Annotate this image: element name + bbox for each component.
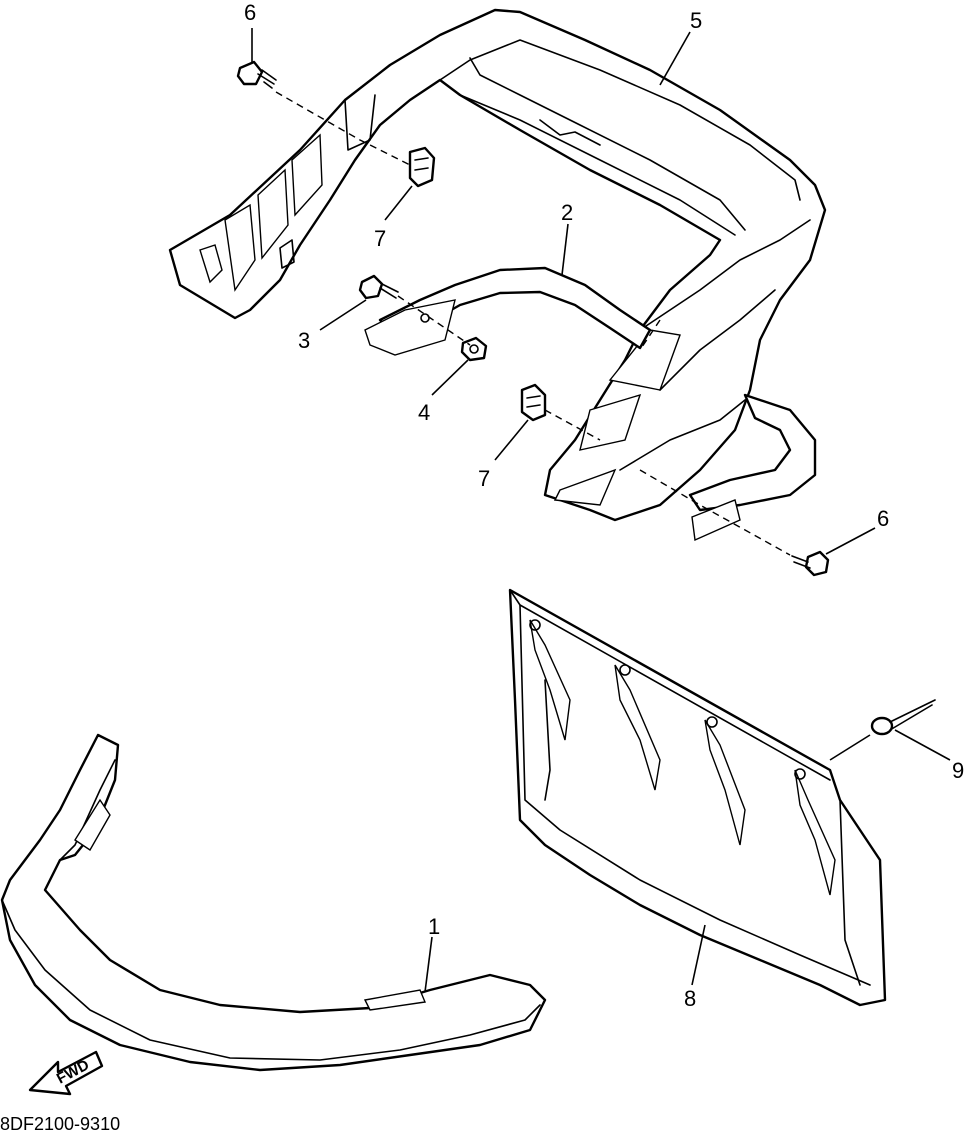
leader-line-2 (561, 223, 569, 276)
part-2-bracket-tube (364, 266, 652, 356)
leader-line-9-flap (829, 734, 871, 761)
leader-line-4 (431, 359, 469, 396)
part-9-rivet (870, 699, 936, 736)
callout-9: 9 (952, 758, 964, 783)
callout-6-top: 6 (244, 0, 256, 25)
callout-2: 2 (561, 200, 573, 225)
callout-1: 1 (428, 914, 440, 939)
part-1-front-bumper (0, 733, 547, 1072)
leader-line-1 (424, 936, 433, 993)
assembly-line-vertical (639, 319, 661, 351)
part-7-clip-top (408, 146, 436, 188)
leader-line-5 (659, 31, 691, 86)
callout-7-middle: 7 (478, 466, 490, 491)
assembly-line-bolt3 (397, 295, 471, 346)
callout-5: 5 (690, 8, 702, 33)
diagram-code: 8DF2100-9310 (0, 1114, 120, 1134)
leader-line-7-top (384, 185, 413, 221)
assembly-line-bolt6-top (275, 91, 411, 166)
part-6-bolt-top (236, 60, 277, 89)
part-8-mud-flap (508, 588, 887, 1007)
leader-line-3 (319, 299, 367, 331)
leader-line-7-middle (494, 419, 529, 461)
leader-line-9 (894, 729, 951, 761)
leader-line-8 (691, 924, 706, 986)
callout-8: 8 (684, 986, 696, 1011)
part-4-nut (460, 336, 488, 362)
callout-6-right: 6 (877, 506, 889, 531)
assembly-line-clip7 (544, 409, 601, 441)
callout-4: 4 (418, 400, 430, 425)
part-5-rear-frame (168, 8, 827, 542)
part-3-bolt (358, 274, 399, 300)
fwd-arrow-icon: FWD (28, 1050, 104, 1096)
part-6-bolt-right (791, 550, 830, 577)
assembly-line-bolt6-right (639, 469, 791, 556)
leader-line-6-right (825, 527, 876, 555)
callout-3: 3 (298, 328, 310, 353)
callout-7-top: 7 (374, 226, 386, 251)
part-7-clip-middle (520, 383, 547, 422)
